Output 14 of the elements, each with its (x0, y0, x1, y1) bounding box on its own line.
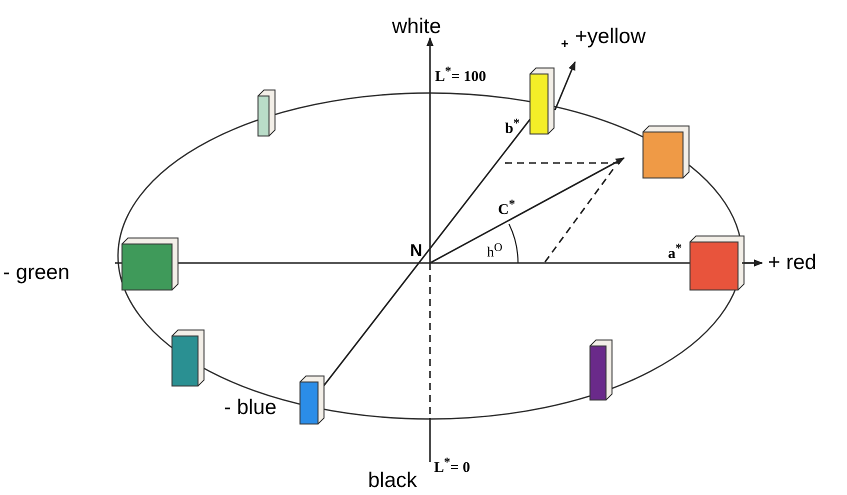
angle-label: h$^{O}$ (487, 242, 502, 261)
origin-label: N (410, 242, 422, 259)
axis-sign: + (561, 37, 569, 50)
axis-name: a$^{*}$ (668, 242, 682, 262)
axis-value: L$^{*}$= 0 (434, 456, 470, 476)
axis-label: - green (3, 262, 70, 283)
axis-name: C$^{*}$ (498, 198, 516, 218)
axis-name: b$^{*}$ (505, 117, 520, 137)
axis-label: +yellow (575, 26, 646, 47)
axis-label: + red (768, 252, 816, 273)
axis-value: L$^{*}$= 100 (435, 65, 486, 85)
axis-label: white (392, 16, 442, 37)
axis-label: - blue (224, 397, 277, 418)
axis-label: black (368, 470, 418, 491)
